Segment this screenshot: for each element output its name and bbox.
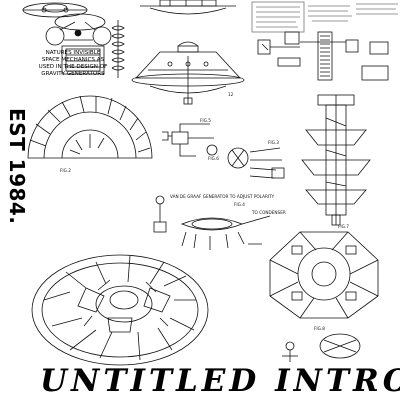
- wiring-diagram-center: FIG.5 FIG.6: [162, 118, 219, 161]
- schematic-top-right: [257, 31, 389, 81]
- round-structure: FIG.8: [269, 231, 379, 331]
- svg-text:FIG.6: FIG.6: [208, 156, 219, 161]
- text-panel-top: [61, 45, 105, 75]
- caption-text: NATURES INVISIBLE SPACE MECHANICS AS USE…: [38, 50, 108, 77]
- side-text: EST 1984.: [5, 108, 29, 225]
- svg-text:TO CONDENSER: TO CONDENSER: [251, 210, 286, 215]
- svg-text:FIG.4: FIG.4: [234, 202, 245, 207]
- svg-text:FIG.3: FIG.3: [268, 140, 279, 145]
- svg-text:FIG.2: FIG.2: [60, 168, 71, 173]
- mechanism-bottom-right: [282, 333, 361, 362]
- svg-text:FIG.7: FIG.7: [338, 224, 349, 229]
- saucer-elevation-top: [140, 0, 236, 15]
- semicircular-turbine: FIG.2: [27, 95, 153, 173]
- diagram-top-left: [45, 13, 112, 46]
- domed-saucer: 12: [131, 41, 245, 105]
- svg-text:12: 12: [228, 92, 234, 97]
- coil-sketch-right: FIG.3: [227, 140, 285, 179]
- vertical-tower: FIG.7: [301, 94, 371, 229]
- generator-apparatus: VAN DE GRAAF GENERATOR TO ADJUST POLARIT…: [153, 194, 286, 250]
- svg-text:VAN DE GRAAF GENERATOR TO ADJU: VAN DE GRAAF GENERATOR TO ADJUST POLARIT…: [170, 194, 275, 199]
- coil-drawing: [111, 20, 125, 78]
- saucer-sketch-top-left: [22, 2, 88, 18]
- patent-text-top-right: [251, 1, 398, 33]
- poster-title: UNTITLED INTRO: [40, 363, 400, 399]
- svg-text:FIG.5: FIG.5: [200, 118, 211, 123]
- large-oval-saucer: [31, 254, 209, 366]
- svg-text:FIG.8: FIG.8: [314, 326, 325, 331]
